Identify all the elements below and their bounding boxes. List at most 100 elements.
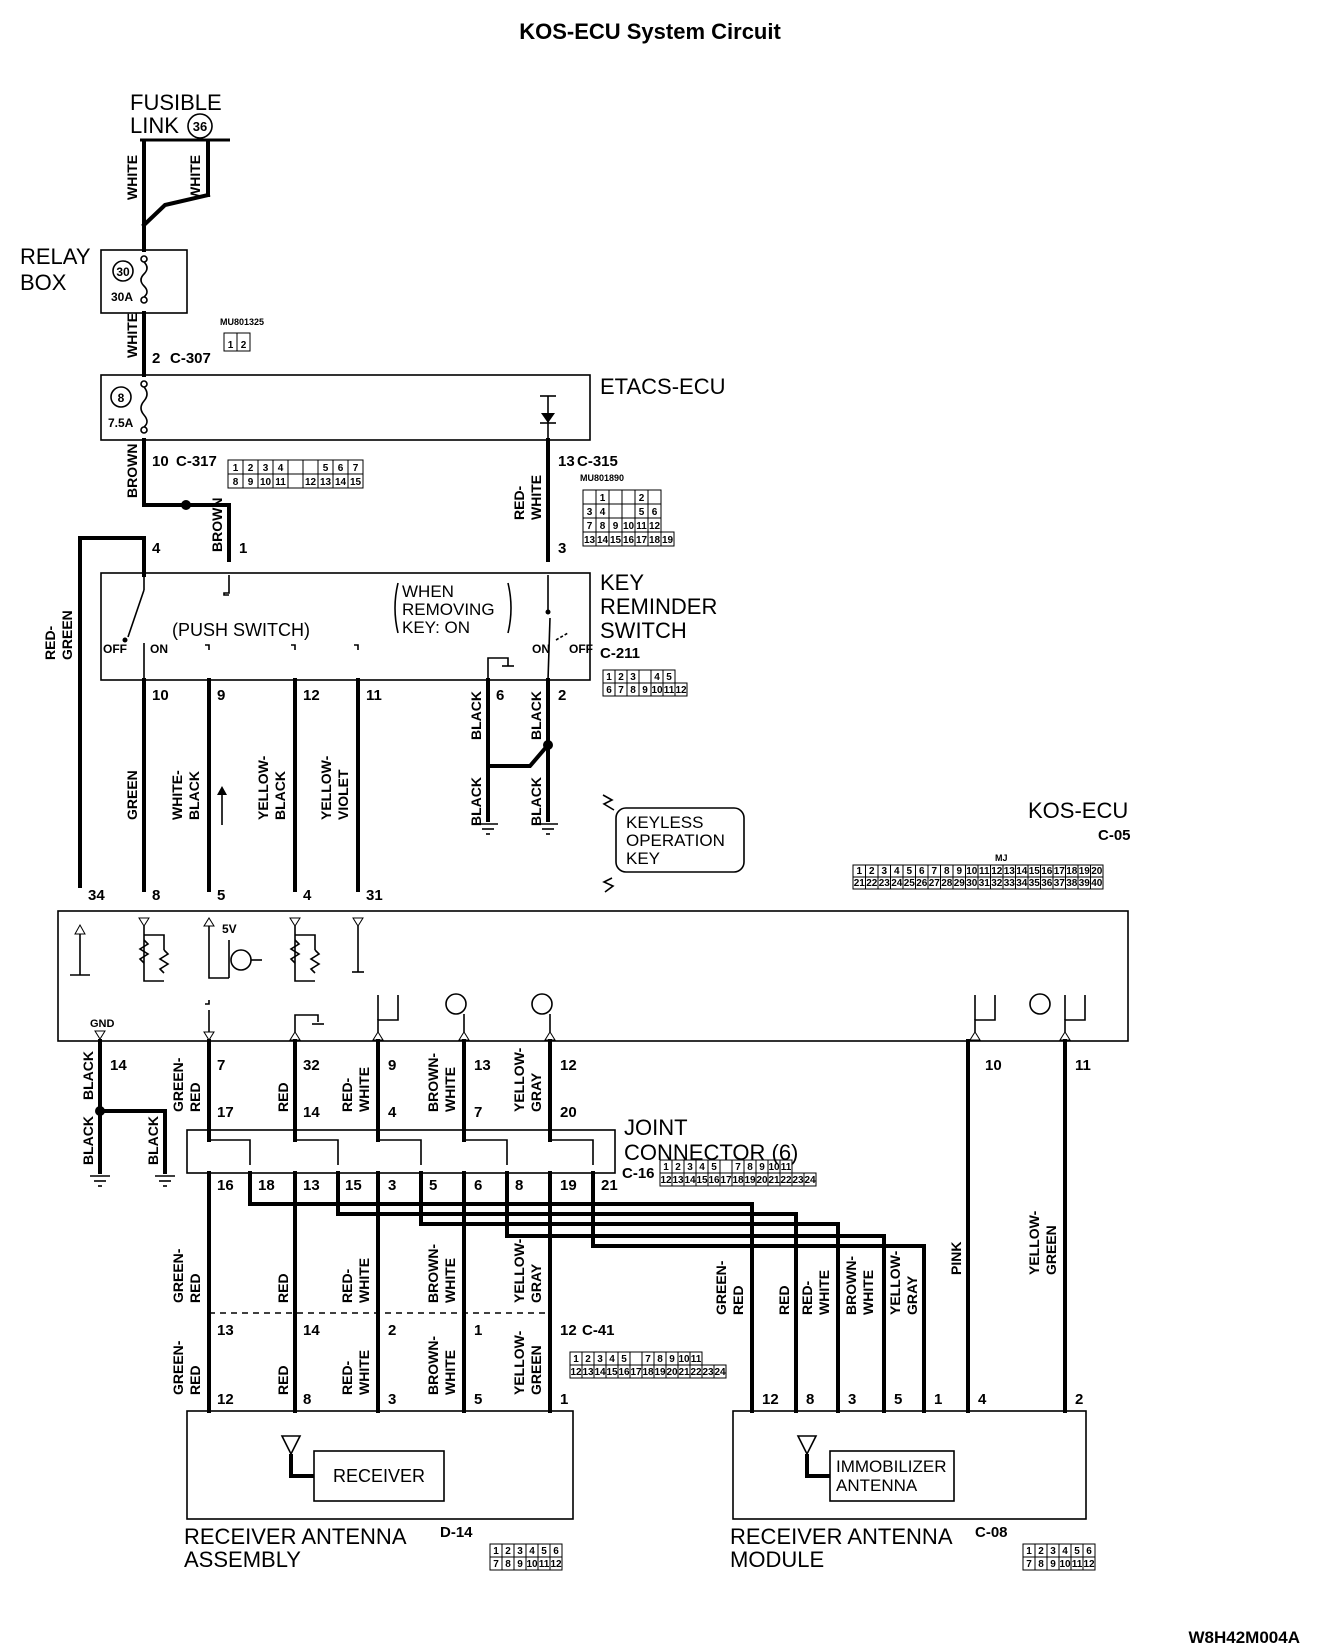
connector-cell bbox=[647, 489, 662, 505]
connector-cell bbox=[638, 669, 652, 684]
svg-text:RED: RED bbox=[275, 1365, 291, 1395]
svg-text:4: 4 bbox=[388, 1104, 397, 1121]
svg-text:13: 13 bbox=[558, 453, 575, 470]
connector-cell bbox=[236, 332, 251, 352]
connector-cell-label: 2 bbox=[585, 1354, 591, 1365]
connector-cell-label: 18 bbox=[642, 1367, 654, 1378]
connector-cell-label: 7 bbox=[618, 685, 624, 696]
connector-cell-label: 23 bbox=[792, 1175, 804, 1186]
connector-cell-label: 5 bbox=[621, 1354, 627, 1365]
svg-text:8: 8 bbox=[515, 1177, 523, 1194]
svg-text:WHITE: WHITE bbox=[124, 155, 140, 200]
svg-text:RECEIVER: RECEIVER bbox=[333, 1466, 425, 1486]
connector-cell-label: 9 bbox=[669, 1354, 675, 1365]
connector-cell-label: 10 bbox=[768, 1162, 780, 1173]
svg-text:ANTENNA: ANTENNA bbox=[836, 1476, 918, 1495]
svg-text:4: 4 bbox=[152, 540, 161, 557]
svg-text:REMINDER: REMINDER bbox=[600, 594, 717, 619]
connector-cell-label: 28 bbox=[941, 878, 953, 889]
svg-text:C-317: C-317 bbox=[176, 453, 217, 470]
svg-text:C-08: C-08 bbox=[975, 1524, 1008, 1541]
connector-cell-label: 10 bbox=[1059, 1559, 1071, 1570]
connector-cell bbox=[582, 489, 597, 505]
svg-text:MU801890: MU801890 bbox=[580, 473, 624, 483]
svg-text:12: 12 bbox=[560, 1322, 577, 1339]
connector-cell-label: 3 bbox=[1050, 1546, 1056, 1557]
connector-cell-label: 19 bbox=[1079, 866, 1091, 877]
svg-text:6: 6 bbox=[474, 1177, 482, 1194]
connector-cell-label: 11 bbox=[979, 866, 990, 877]
connector-cell-label: 11 bbox=[539, 1559, 550, 1570]
svg-text:BLACK: BLACK bbox=[468, 777, 484, 826]
connector-cell-label: 5 bbox=[639, 507, 645, 518]
connector-cell-label: 39 bbox=[1079, 878, 1091, 889]
connector-cell-label: 12 bbox=[675, 685, 687, 696]
connector-cell-label: 3 bbox=[587, 507, 593, 518]
svg-text:GRAY: GRAY bbox=[528, 1263, 544, 1303]
svg-text:9: 9 bbox=[388, 1057, 396, 1074]
svg-text:10: 10 bbox=[152, 453, 169, 470]
svg-text:RED: RED bbox=[187, 1365, 203, 1395]
svg-text:WHITE: WHITE bbox=[442, 1067, 458, 1112]
svg-text:ON: ON bbox=[532, 642, 550, 656]
connector-cell-label: 3 bbox=[881, 866, 887, 877]
svg-text:WHITE: WHITE bbox=[528, 475, 544, 520]
connector-cell-label: 9 bbox=[759, 1162, 765, 1173]
svg-text:BLACK: BLACK bbox=[145, 1116, 161, 1165]
connector-cell bbox=[660, 531, 675, 547]
connector-cell-label: 22 bbox=[780, 1175, 792, 1186]
connector-cell-label: 13 bbox=[672, 1175, 684, 1186]
svg-text:SWITCH: SWITCH bbox=[600, 618, 687, 643]
svg-text:7.5A: 7.5A bbox=[108, 416, 134, 430]
svg-text:2: 2 bbox=[152, 350, 160, 367]
connector-cell-label: 16 bbox=[1041, 866, 1053, 877]
connector-cell-label: 23 bbox=[702, 1367, 714, 1378]
svg-text:YELLOW-: YELLOW- bbox=[255, 755, 271, 820]
connector-cell bbox=[621, 503, 636, 519]
connector-cell-label: 24 bbox=[804, 1175, 816, 1186]
connector-cell-label: 9 bbox=[248, 477, 254, 488]
svg-text:JOINT: JOINT bbox=[624, 1115, 688, 1140]
relay-box: RELAY BOX 30 30A bbox=[20, 244, 188, 314]
connector-cell bbox=[302, 459, 319, 475]
svg-text:13: 13 bbox=[474, 1057, 491, 1074]
svg-text:PINK: PINK bbox=[948, 1242, 964, 1275]
connector-cell-label: 12 bbox=[550, 1559, 562, 1570]
connector-cell-label: 19 bbox=[662, 535, 674, 546]
svg-text:KEY: KEY bbox=[600, 570, 644, 595]
svg-text:BLACK: BLACK bbox=[468, 691, 484, 740]
svg-text:36: 36 bbox=[193, 119, 207, 134]
connector-cell bbox=[287, 473, 304, 489]
svg-text:5: 5 bbox=[217, 887, 225, 904]
connector-cell-label: 2 bbox=[639, 493, 645, 504]
svg-text:BROWN-: BROWN- bbox=[425, 1053, 441, 1112]
connector-cell-label: 17 bbox=[636, 535, 648, 546]
connector-cell-label: 6 bbox=[1086, 1546, 1092, 1557]
connector-cell-label: 14 bbox=[597, 535, 609, 546]
connector-cell-label: 1 bbox=[228, 340, 234, 351]
connector-cell-label: 1 bbox=[600, 493, 606, 504]
svg-text:9: 9 bbox=[217, 687, 225, 704]
ground-symbol bbox=[90, 1175, 110, 1187]
svg-text:BROWN-: BROWN- bbox=[425, 1336, 441, 1395]
connector-cell-label: 16 bbox=[708, 1175, 720, 1186]
connector-cell-label: 6 bbox=[553, 1546, 559, 1557]
connector-cell-label: 8 bbox=[1038, 1559, 1044, 1570]
svg-text:BROWN: BROWN bbox=[124, 444, 140, 498]
connector-cell-label: 6 bbox=[919, 866, 925, 877]
connector-cell-label: 9 bbox=[1050, 1559, 1056, 1570]
connector-cell bbox=[1090, 876, 1104, 890]
svg-text:C-05: C-05 bbox=[1098, 827, 1131, 844]
connector-cell-label: 18 bbox=[1066, 866, 1078, 877]
connector-cell-label: 10 bbox=[678, 1354, 690, 1365]
connector-cell-label: 5 bbox=[906, 866, 912, 877]
connector-cell-label: 3 bbox=[517, 1546, 523, 1557]
svg-text:C-41: C-41 bbox=[582, 1322, 615, 1339]
svg-text:14: 14 bbox=[110, 1057, 127, 1074]
connector-cell-label: 7 bbox=[645, 1354, 651, 1365]
svg-text:21: 21 bbox=[601, 1177, 618, 1194]
svg-text:1: 1 bbox=[239, 540, 247, 557]
connector-cell-label: 12 bbox=[1083, 1559, 1095, 1570]
connector-cell-label: 35 bbox=[1029, 878, 1041, 889]
